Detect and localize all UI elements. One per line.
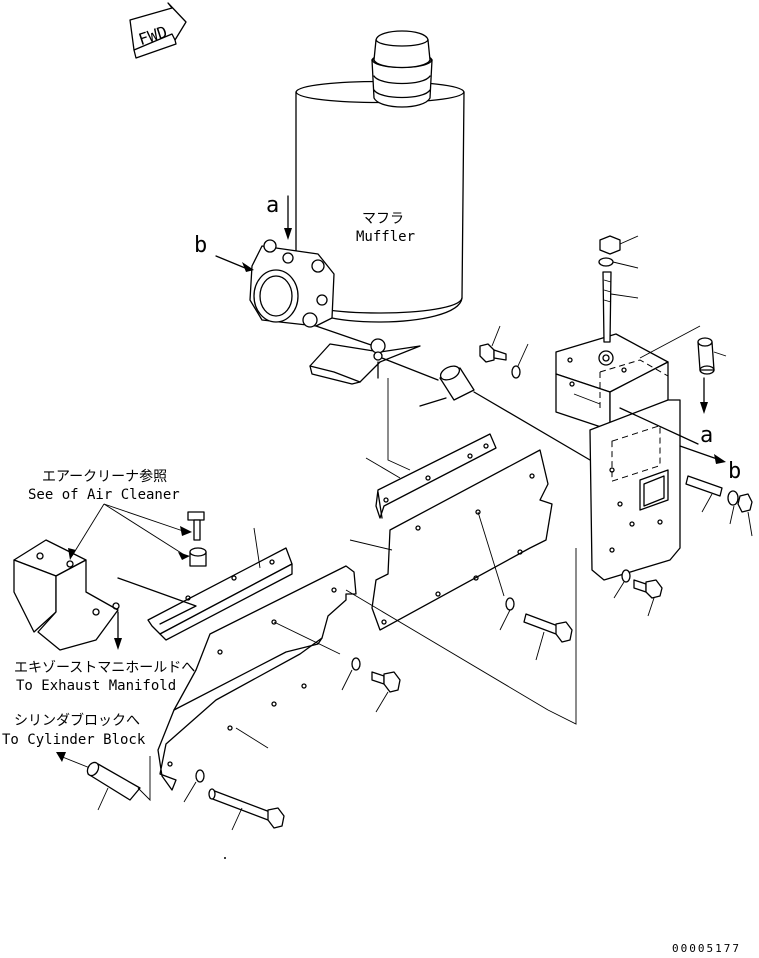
ref-b-arrowhead-icon (242, 262, 254, 272)
bolt-left-bracket (187, 511, 207, 567)
exhaust-label-en: To Exhaust Manifold (16, 678, 176, 694)
ref-a-right: a (700, 423, 713, 448)
middle-heat-shield (349, 449, 553, 631)
inlet-flange (249, 239, 375, 347)
ref-a-arrowhead-icon (284, 228, 292, 240)
fwd-arrow-icon: FWD (129, 2, 187, 59)
left-small-bracket (117, 527, 293, 641)
right-bracket (555, 333, 681, 581)
drawing-id: 00005177 (672, 942, 741, 955)
spacer-pipe-upper (381, 357, 591, 461)
bolt-bracket-bottom (613, 569, 663, 617)
muffler-label-en: Muffler (356, 229, 415, 245)
spacer-pipe-lower (86, 761, 141, 811)
bolt-lower-shield (341, 657, 401, 713)
spacer-tube-right (639, 325, 727, 414)
bolt-long-bottom (183, 769, 285, 831)
ref-b-top: b (194, 233, 207, 258)
air-cleaner-label-en: See of Air Cleaner (28, 487, 180, 503)
air-cleaner-label-jp: エアークリーナ参照 (42, 468, 167, 485)
ref-b-right: b (728, 459, 741, 484)
lower-heat-shield (157, 565, 549, 791)
muffler-label-jp: マフラ (362, 211, 404, 227)
upper-mid-plate (365, 433, 497, 519)
ref-a-top: a (266, 193, 279, 218)
muffler: マフラ Muffler (295, 30, 465, 323)
stud-stack (598, 235, 639, 343)
exhaust-label-jp: エキゾーストマニホールドへ (14, 660, 195, 676)
side-stud-right (685, 475, 753, 537)
cylinder-label-jp: シリンダブロックへ (14, 712, 140, 729)
cylinder-label-en: To Cylinder Block (2, 732, 146, 748)
muffler-mount-foot (309, 338, 421, 385)
air-cleaner-bracket (13, 539, 122, 651)
bolt-middle-shield (499, 597, 573, 661)
bolt-upper-left (479, 325, 529, 379)
